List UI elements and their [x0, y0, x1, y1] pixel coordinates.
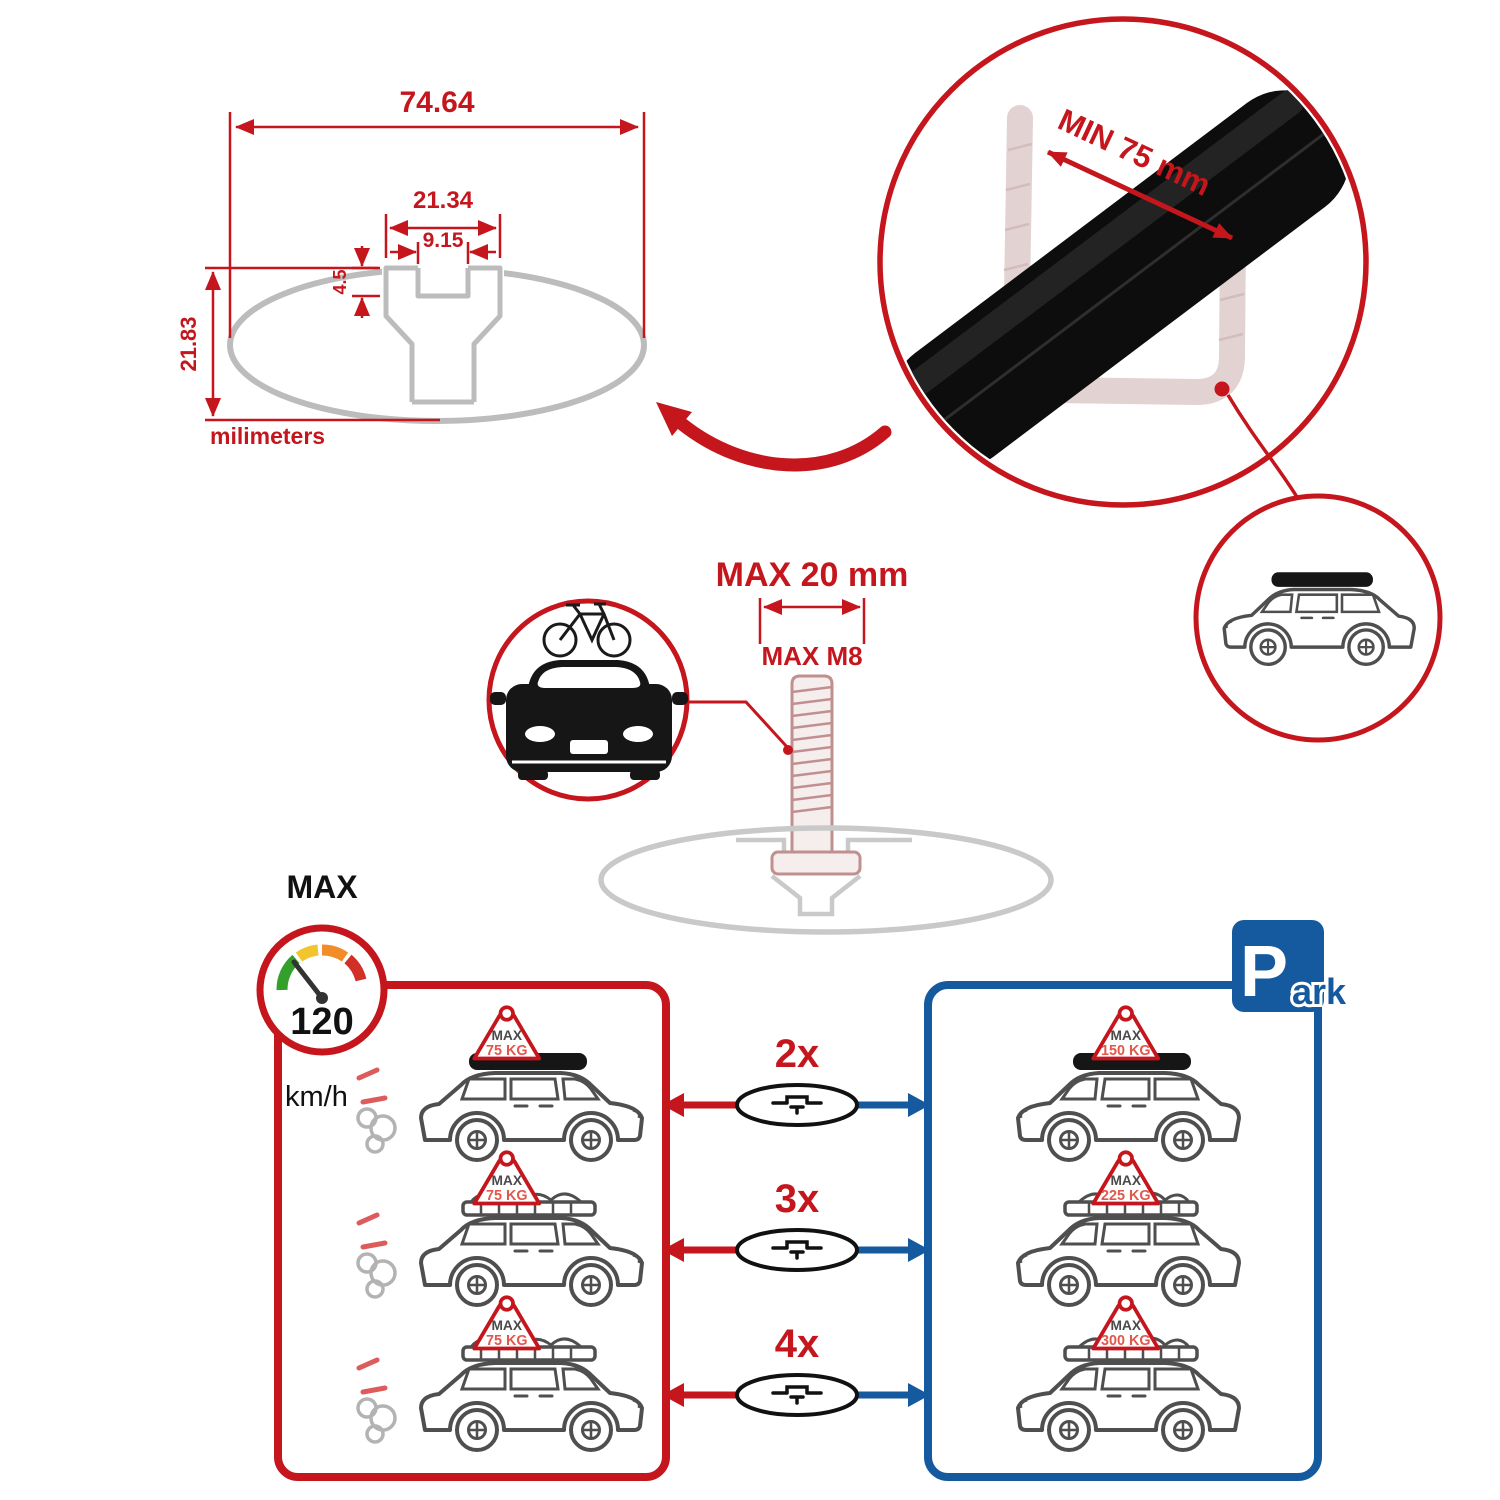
svg-text:75 KG: 75 KG — [486, 1333, 528, 1349]
bar-profile-icon — [735, 1228, 859, 1272]
channel-width-value: 21.34 — [413, 187, 474, 214]
svg-text:150 KG: 150 KG — [1101, 1043, 1151, 1059]
lip-depth-value: 4.5 — [330, 269, 350, 294]
dimension-lip-depth: 4.5 — [330, 246, 380, 318]
gauge-unit: km/h — [285, 1081, 348, 1113]
left-headlight — [525, 726, 555, 742]
max-load-tag: MAX 300 KG — [1091, 1295, 1161, 1351]
exhaust-smoke — [356, 1252, 397, 1299]
leader-dot — [783, 745, 793, 755]
multiplier-label: 4x — [775, 1322, 820, 1366]
dimension-slot-width: 9.15 — [390, 229, 496, 264]
svg-text:75 KG: 75 KG — [486, 1188, 528, 1204]
left-arrowhead — [662, 1093, 684, 1117]
svg-text:MAX: MAX — [1110, 1028, 1141, 1043]
leader-to-suv-inset — [1226, 394, 1299, 498]
max-thread-label: MAX M8 — [761, 641, 862, 671]
units-label: milimeters — [210, 423, 325, 449]
bar-profile-icon — [735, 1373, 859, 1417]
suv-roofbox-inset — [1193, 493, 1443, 743]
svg-text:225 KG: 225 KG — [1101, 1188, 1151, 1204]
profile-dimension-diagram: 74.64 21.34 9.15 4.5 21.83 milimeters — [176, 86, 647, 449]
car-front-icon — [490, 660, 688, 780]
multiplier-label: 2x — [775, 1032, 820, 1076]
multiplier-label: 3x — [775, 1177, 820, 1221]
max-load-tag: MAX 225 KG — [1091, 1150, 1161, 1206]
channel-lips — [736, 837, 912, 917]
parking-panel: MAX 150 KG MAX 225 KG MAX 300 KG P ark — [924, 920, 1350, 1481]
max-load-tag: MAX 75 KG — [472, 1005, 542, 1061]
bicycle-icon — [542, 602, 632, 658]
clamp-point-dot — [1214, 381, 1230, 397]
right-mirror — [672, 692, 688, 705]
license-plate — [570, 740, 608, 754]
driving-panel: MAX 75 KG MAX 75 KG MAX 75 KG — [274, 981, 670, 1481]
speed-limit-gauge: MAX 120 km/h — [256, 869, 388, 1113]
driving-car-3 — [356, 1336, 644, 1452]
dimension-total-width: 74.64 — [228, 86, 646, 338]
driving-car-1 — [356, 1053, 644, 1162]
max-load-tag: MAX 75 KG — [472, 1150, 542, 1206]
left-arrowhead — [662, 1383, 684, 1407]
exhaust-smoke — [356, 1107, 397, 1154]
windshield — [537, 667, 641, 688]
car-front-inset — [486, 598, 793, 802]
parking-sign-letter: P — [1240, 932, 1288, 1012]
svg-text:MAX: MAX — [491, 1318, 522, 1333]
leader-to-bolt — [688, 700, 790, 750]
svg-text:75 KG: 75 KG — [486, 1043, 528, 1059]
left-arrowhead — [662, 1238, 684, 1262]
gauge-pivot — [316, 992, 328, 1004]
speed-marks — [356, 1212, 388, 1250]
slot-width-value: 9.15 — [423, 229, 464, 252]
t-nut-head — [770, 850, 862, 876]
gauge-title: MAX — [286, 869, 358, 905]
dimension-channel-width: 21.34 — [384, 187, 502, 258]
right-headlight — [623, 726, 653, 742]
svg-text:MAX: MAX — [491, 1028, 522, 1043]
channel-with-tnut — [598, 825, 1054, 935]
detail-pointer-arrow — [656, 402, 892, 472]
bar-profile-icon — [735, 1083, 859, 1127]
left-mirror — [490, 692, 506, 705]
gauge-needle — [291, 959, 325, 1001]
max-slot-width-label: MAX 20 mm — [716, 556, 909, 594]
max-load-tag: MAX 75 KG — [472, 1295, 542, 1351]
speed-marks — [356, 1357, 388, 1395]
max-load-tag: MAX 150 KG — [1091, 1005, 1161, 1061]
t-bolt — [790, 674, 834, 854]
svg-text:MAX: MAX — [1110, 1318, 1141, 1333]
multiplier-row-2x: 2x — [662, 1032, 930, 1127]
crossbar-detail-inset: MIN 75 mm — [877, 16, 1369, 508]
svg-text:MAX: MAX — [491, 1173, 522, 1188]
svg-text:MAX: MAX — [1110, 1173, 1141, 1188]
exhaust-smoke — [356, 1397, 397, 1444]
dimension-bar-height: 21.83 — [176, 266, 440, 422]
right-arrowhead — [908, 1238, 930, 1262]
gauge-value: 120 — [290, 1001, 353, 1043]
channel-ellipse — [598, 825, 1054, 935]
speed-marks — [356, 1067, 388, 1105]
t-slot-channel-outline — [383, 265, 503, 405]
multiplier-row-4x: 4x — [662, 1322, 930, 1417]
parking-sign-rest: ark — [1292, 971, 1347, 1012]
right-arrowhead — [908, 1383, 930, 1407]
right-arrowhead — [908, 1093, 930, 1117]
driving-car-2 — [356, 1191, 644, 1307]
parking-sign-board — [1232, 920, 1324, 1012]
arrowhead — [656, 402, 692, 436]
bar-height-value: 21.83 — [176, 316, 201, 371]
svg-text:300 KG: 300 KG — [1101, 1333, 1151, 1349]
total-width-value: 74.64 — [399, 86, 474, 119]
parking-sign: P ark — [1232, 920, 1350, 1015]
multiplier-row-3x: 3x — [662, 1177, 930, 1272]
bolt-dimension-diagram: MAX 20 mm MAX M8 — [598, 556, 1054, 935]
